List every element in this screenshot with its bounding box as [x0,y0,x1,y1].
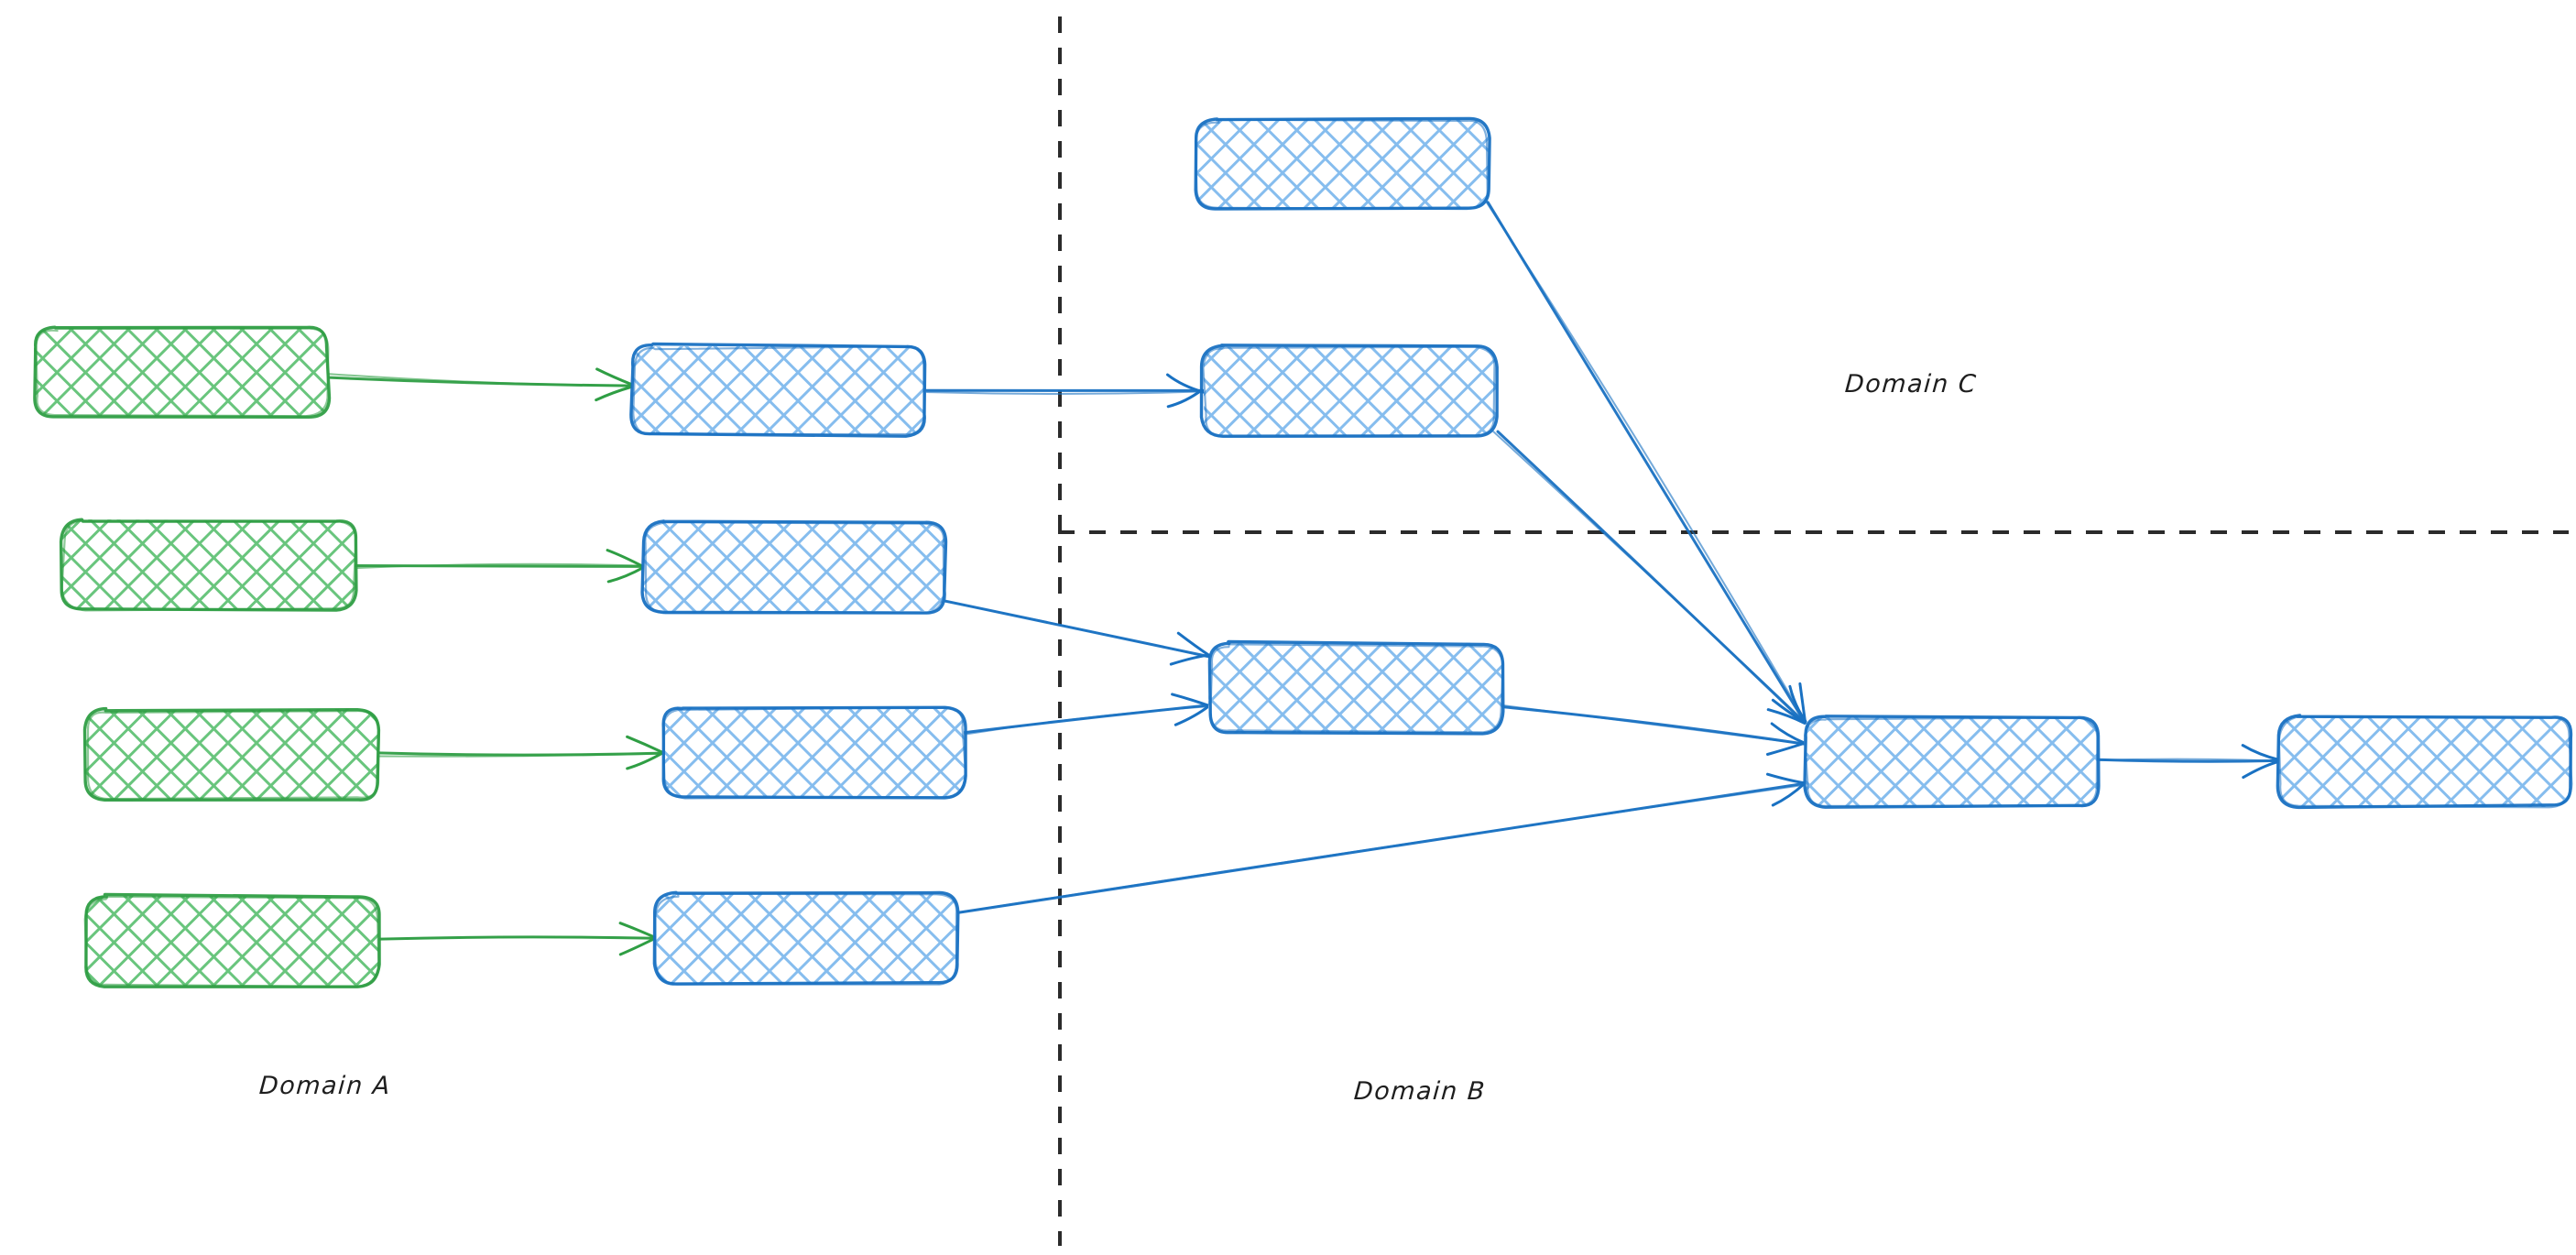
edge-a4-b4-barb-1 [618,922,660,940]
node-b4[interactable] [652,890,960,986]
edge-b4-d1-barb-1 [1766,772,1806,785]
node-outline-a-c3 [1207,639,1505,736]
edge-a3-b3-barb-1 [626,735,664,754]
edge-b3-c3 [962,693,1211,736]
edge-b3-c3-barb-0 [1173,704,1211,726]
edge-b3-c3-stroke-b [963,705,1211,736]
edge-d1-e1-barb-0 [2242,760,2278,780]
edge-d1-e1-stroke-b [2096,758,2280,762]
node-outline-b-b1 [632,345,925,436]
node-fill-a3 [83,708,379,800]
edge-a4-b4 [378,922,660,956]
edge-d1-e1 [2096,744,2282,780]
edge-a4-b4-barb-0 [618,935,659,956]
node-c2[interactable] [1199,344,1499,438]
edge-b3-c3-barb-1 [1171,693,1211,708]
node-fill-a4 [84,895,379,987]
node-outline-b-a4 [83,895,380,988]
edge-c2-d1-barb-0 [1766,708,1806,725]
edge-a1-b1-barb-1 [595,367,634,387]
edge-c2-d1-stroke-b [1492,431,1806,722]
edge-d1-e1-barb-1 [2241,744,2282,762]
label-domain-a: Domain A [257,1072,392,1100]
node-outline-b-a2 [60,519,357,612]
node-fill-c3 [1207,642,1504,734]
edge-c3-d1-barb-0 [1766,741,1807,756]
edge-a2-b2-barb-1 [606,549,646,569]
node-outline-b-b4 [654,892,958,986]
edge-c3-d1-barb-1 [1770,722,1806,745]
edge-a2-b2-stroke-b [356,562,645,569]
node-a2[interactable] [59,518,358,612]
edge-b4-d1-stroke-b [959,783,1806,913]
edge-b2-c3-barb-1 [1176,631,1212,658]
node-fill-b3 [661,705,966,798]
node-a3[interactable] [82,706,381,802]
node-layer [33,116,2573,988]
edge-a3-b3-barb-0 [626,751,665,770]
node-outline-b-d1 [1803,716,2099,807]
node-outline-b-c1 [1194,118,1489,211]
node-c1[interactable] [1194,116,1491,211]
node-outline-a-b4 [652,890,960,986]
edge-c3-d1 [1501,704,1807,756]
node-a1[interactable] [33,325,332,420]
node-outline-b-b2 [644,521,945,615]
edge-b2-c3-barb-0 [1169,653,1210,666]
node-b3[interactable] [661,705,967,800]
edge-a2-b2-barb-0 [606,565,646,584]
edge-c1-d1 [1485,201,1807,725]
node-outline-b-c2 [1202,345,1496,438]
node-outline-b-a1 [35,327,330,418]
edge-b2-c3-stroke-b [944,600,1211,659]
edge-a3-b3 [376,735,665,770]
edge-c1-d1-stroke-a [1486,201,1806,723]
label-domain-c: Domain C [1843,370,1979,398]
node-c3[interactable] [1207,639,1505,736]
node-outline-a-a4 [84,892,381,988]
edge-a2-b2 [352,549,646,584]
edge-layer [326,201,2282,956]
edge-c3-d1-stroke-b [1501,704,1806,745]
edge-a3-b3-stroke-b [376,752,664,758]
edge-a1-b1 [326,367,634,402]
edge-c2-d1 [1492,430,1807,725]
node-e1[interactable] [2276,714,2573,810]
node-fill-c1 [1195,118,1489,210]
node-a4[interactable] [83,892,381,988]
node-b2[interactable] [640,519,948,615]
label-domain-b: Domain B [1352,1077,1487,1106]
node-outline-b-b3 [661,705,967,800]
node-fill-b2 [642,521,944,613]
edge-a4-b4-stroke-b [379,935,658,941]
node-outline-b-a3 [86,709,380,801]
node-b1[interactable] [629,342,927,438]
edge-c2-d1-barb-1 [1788,684,1807,723]
node-fill-c2 [1203,345,1497,436]
node-fill-e1 [2276,716,2572,807]
edge-b2-c3 [944,599,1212,666]
edge-a1-b1-barb-0 [595,386,633,402]
edge-c1-d1-stroke-b [1485,201,1807,724]
edge-a1-b1-stroke-b [326,373,632,387]
node-fill-a2 [62,519,356,611]
node-fill-d1 [1804,715,2098,807]
edge-b1-c2-stroke-b [925,390,1205,395]
edge-b1-c2 [923,373,1206,409]
node-fill-b1 [631,344,927,435]
edge-b4-d1-barb-0 [1771,781,1806,807]
node-outline-b-e1 [2277,715,2573,809]
edge-b4-d1 [955,772,1806,914]
divider-layer [1058,16,2569,1246]
node-outline-b-c3 [1209,643,1504,734]
node-fill-a1 [34,327,329,417]
node-fill-b4 [655,893,958,984]
node-d1[interactable] [1803,715,2101,809]
